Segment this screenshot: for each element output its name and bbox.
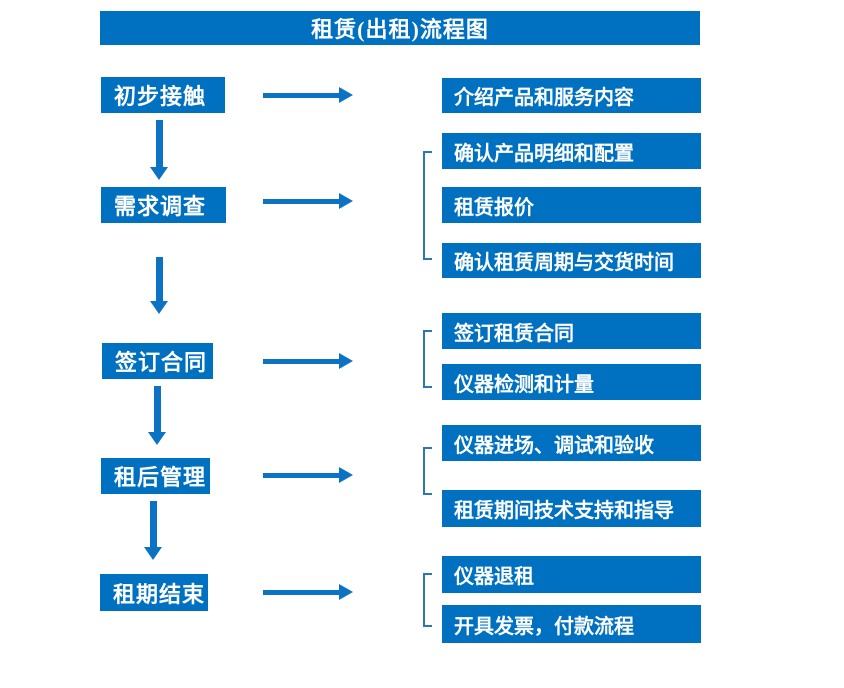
arrow-stem: [263, 358, 340, 364]
stage-box-initial-contact: 初步接触: [101, 77, 225, 113]
detail-box-instrument-testing: 仪器检测和计量: [442, 364, 701, 400]
bracket-group-demand-survey: [423, 151, 432, 260]
detail-box-invoice-payment: 开具发票，付款流程: [442, 605, 701, 643]
stage-box-sign-contract: 签订合同: [102, 343, 213, 379]
bracket-group-post-rental: [423, 447, 432, 495]
arrow-right-row3: [263, 353, 353, 369]
arrow-stem: [263, 589, 340, 595]
detail-box-instrument-entry: 仪器进场、调试和验收: [442, 425, 701, 461]
detail-box-tech-support: 租赁期间技术支持和指导: [442, 490, 701, 527]
arrow-down-3: [148, 386, 166, 445]
arrow-head-icon: [150, 301, 168, 314]
arrow-stem: [263, 198, 340, 204]
arrow-down-4: [144, 501, 162, 560]
arrow-down-1: [150, 120, 168, 180]
arrow-stem: [155, 120, 163, 168]
arrow-stem: [155, 257, 163, 302]
arrow-stem: [263, 472, 340, 478]
detail-box-rental-quote: 租赁报价: [442, 187, 701, 223]
stage-box-post-rental: 租后管理: [101, 458, 210, 494]
arrow-right-row1: [263, 87, 353, 103]
stage-box-demand-survey: 需求调查: [101, 187, 226, 223]
diagram-title: 租赁(出租)流程图: [100, 11, 700, 45]
arrow-head-icon: [339, 353, 353, 369]
arrow-stem: [263, 92, 340, 98]
arrow-stem: [149, 501, 157, 548]
detail-box-instrument-return: 仪器退租: [442, 556, 701, 593]
arrow-right-row2: [263, 193, 353, 209]
arrow-head-icon: [339, 467, 353, 483]
detail-box-confirm-product: 确认产品明细和配置: [442, 133, 701, 169]
arrow-head-icon: [150, 167, 168, 180]
arrow-head-icon: [144, 547, 162, 560]
arrow-head-icon: [339, 87, 353, 103]
detail-box-confirm-period: 确认租赁周期与交货时间: [442, 243, 701, 278]
detail-box-introduce-products: 介绍产品和服务内容: [442, 78, 701, 113]
arrow-right-row5: [263, 584, 353, 600]
bracket-group-rental-end: [423, 573, 432, 627]
arrow-stem: [153, 386, 161, 433]
detail-box-sign-rental-contract: 签订租赁合同: [442, 313, 701, 349]
arrow-head-icon: [339, 193, 353, 209]
bracket-group-sign-contract: [423, 330, 432, 388]
arrow-head-icon: [339, 584, 353, 600]
arrow-down-2: [150, 257, 168, 314]
stage-box-rental-end: 租期结束: [100, 574, 208, 611]
arrow-right-row4: [263, 467, 353, 483]
arrow-head-icon: [148, 432, 166, 445]
